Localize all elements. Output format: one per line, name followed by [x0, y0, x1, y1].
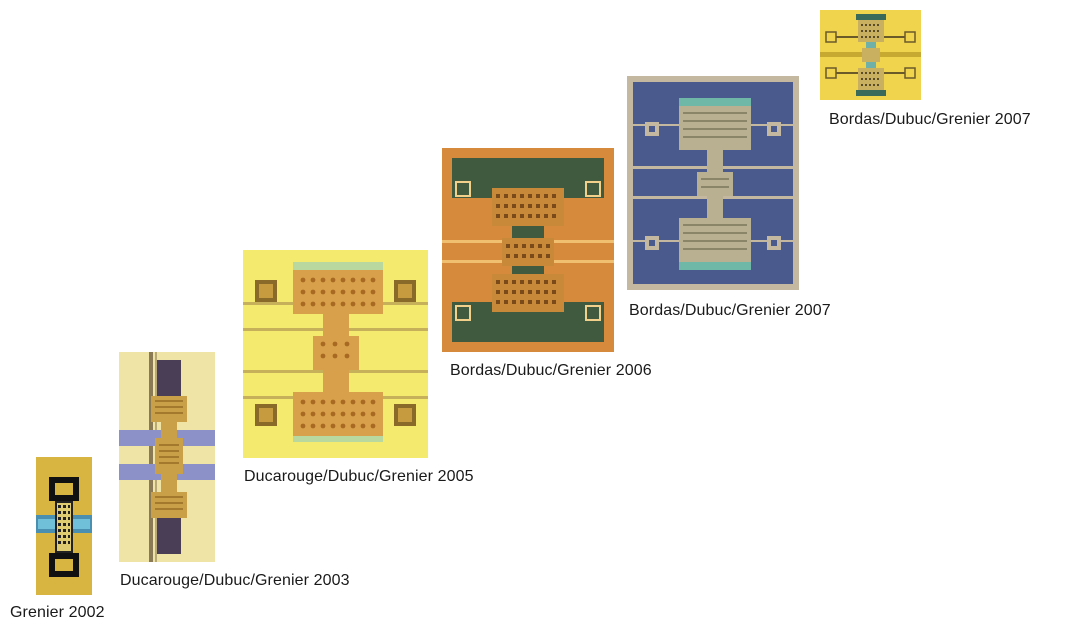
- mems-chip-image-2007-large: [627, 76, 799, 290]
- mems-chip-image-2002: [36, 457, 92, 595]
- mems-chip-image-2005: [243, 250, 428, 458]
- mems-chip-image-2007-small: [820, 10, 921, 100]
- caption-grenier-2002: Grenier 2002: [10, 604, 105, 621]
- mems-chip-image-2003: [119, 352, 215, 562]
- caption-bordas-2007-small: Bordas/Dubuc/Grenier 2007: [829, 111, 1031, 128]
- caption-ducarouge-2003: Ducarouge/Dubuc/Grenier 2003: [120, 572, 350, 589]
- caption-ducarouge-2005: Ducarouge/Dubuc/Grenier 2005: [244, 468, 474, 485]
- caption-bordas-2007-large: Bordas/Dubuc/Grenier 2007: [629, 302, 831, 319]
- mems-chip-image-2006: [442, 148, 614, 352]
- caption-bordas-2006: Bordas/Dubuc/Grenier 2006: [450, 362, 652, 379]
